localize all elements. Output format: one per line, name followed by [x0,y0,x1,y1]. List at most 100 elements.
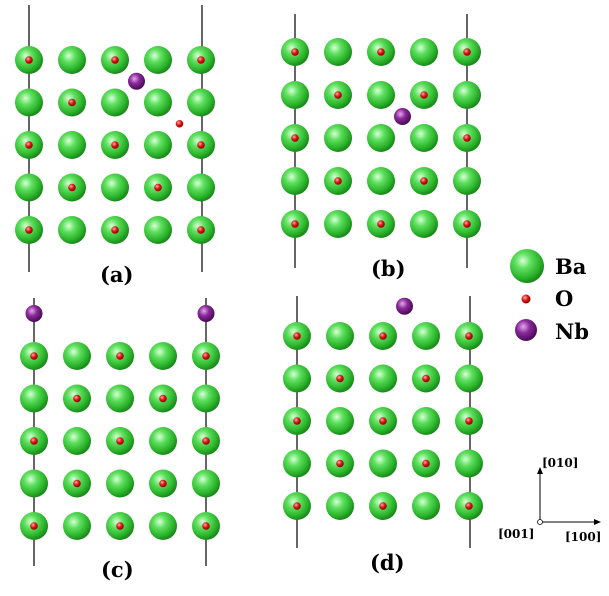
ba-atom [144,88,172,117]
nb-atom [197,305,215,322]
o-atom [377,48,385,56]
nb-atom [128,72,145,90]
axis-indicator: [010] [100] [001] [498,456,601,544]
nb-atom [394,108,411,125]
ba-atom [63,427,91,455]
o-atom [25,141,33,149]
ba-atom [455,364,483,393]
ba-atom [367,81,395,109]
x-axis-arrowhead [594,519,601,525]
ba-atom [20,384,48,413]
origin-marker [537,519,543,525]
ba-atom [367,124,395,152]
ba-atom [369,449,397,478]
ba-atom [101,88,129,117]
ba-atom [410,210,438,238]
o-atom [116,437,124,445]
legend: Ba O Nb [510,249,589,344]
ba-atom [281,81,309,109]
o-atom [291,220,299,228]
ba-atom [326,492,354,520]
ba-atom [410,124,438,152]
panel-a-label: (a) [100,262,133,287]
ba-atom [453,167,481,195]
ba-atom [20,469,48,498]
legend-nb-swatch [515,319,537,341]
o-atom [465,332,473,340]
ba-atom [326,322,354,350]
o-atom [463,48,471,56]
o-atom [379,502,387,510]
ba-atom [149,342,177,370]
panel-d [283,296,483,548]
origin-label: [001] [498,527,534,541]
o-atom [422,374,430,383]
o-atom [197,226,205,234]
o-atom [463,134,471,142]
ba-atom [412,407,440,435]
ba-atom [63,342,91,370]
o-atom [293,502,301,510]
panel-c [20,298,220,566]
ba-atom [192,384,220,413]
legend-ba-label: Ba [555,254,587,279]
ba-atom [101,173,129,202]
ba-atom [324,210,352,238]
ba-atom [326,407,354,435]
ba-atom [453,81,481,109]
nb-atom [396,297,413,315]
o-atom [291,48,299,56]
legend-o-label: O [555,286,573,311]
o-atom [68,98,76,107]
panel-d-label: (d) [370,550,405,575]
ba-atom [455,449,483,478]
o-atom [202,437,210,445]
ba-atom [58,131,86,159]
ba-atom [149,512,177,540]
o-atom [111,56,119,64]
panel-c-label: (c) [101,557,134,582]
ba-atom [149,427,177,455]
panel-b-label: (b) [371,256,406,281]
o-atom [465,502,473,510]
o-atom [463,220,471,228]
ba-atom [283,364,311,393]
o-atom [159,479,167,488]
ba-atom [367,167,395,195]
x-axis-label: [100] [565,530,601,544]
o-atom [291,134,299,142]
nb-atom [25,305,43,322]
o-atom [377,220,385,228]
o-atom [336,374,344,383]
panel-b [281,14,481,268]
ba-atom [283,449,311,478]
o-atom [336,459,344,468]
o-atom [422,459,430,468]
o-atom [379,417,387,425]
ba-atom [15,88,43,117]
ba-atom [324,124,352,152]
ba-atom [58,216,86,244]
o-atom [25,226,33,234]
o-atom [379,332,387,340]
ba-atom [281,167,309,195]
o-atom [465,417,473,425]
y-axis-arrowhead [537,467,543,474]
o-atom [202,352,210,360]
o-atom [334,91,342,99]
legend-ba-swatch [510,249,544,283]
o-atom [73,394,81,403]
ba-atom [106,384,134,413]
ba-atom [58,46,86,74]
legend-o-swatch [521,294,531,304]
o-atom [116,352,124,360]
o-atom [30,522,38,530]
o-atom [175,119,184,128]
o-atom [293,332,301,340]
o-atom [197,141,205,149]
ba-atom [410,38,438,66]
ba-atom [324,38,352,66]
legend-nb-label: Nb [555,319,589,344]
ba-atom [187,88,215,117]
